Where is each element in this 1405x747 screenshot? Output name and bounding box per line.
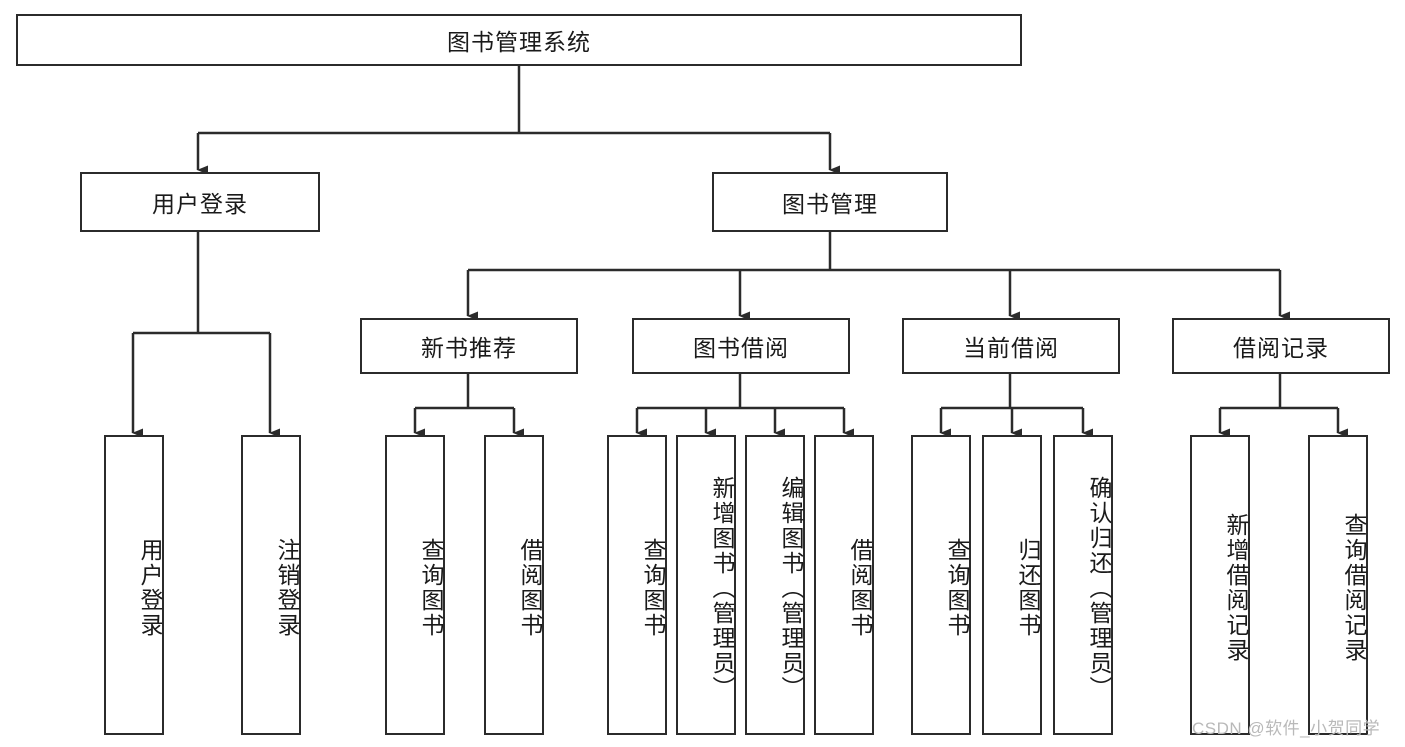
node-label: 图书管理 xyxy=(782,191,878,217)
root-node-system[interactable]: 图书管理系统 xyxy=(16,14,1022,66)
node-label: 查询图书 xyxy=(944,538,970,638)
leaf-node-leaf-query-books-current[interactable]: 查询图书 xyxy=(911,435,971,735)
node-label: 图书借阅 xyxy=(693,335,789,361)
level3-node-current-borrow[interactable]: 当前借阅 xyxy=(902,318,1120,374)
leaf-node-leaf-user-login[interactable]: 用户登录 xyxy=(104,435,164,735)
node-label: 归还图书 xyxy=(1015,538,1041,638)
leaf-node-leaf-add-book[interactable]: 新增图书（管理员） xyxy=(676,435,736,735)
level2-node-user-login[interactable]: 用户登录 xyxy=(80,172,320,232)
leaf-node-leaf-query-books-recommend[interactable]: 查询图书 xyxy=(385,435,445,735)
leaf-node-leaf-borrow-books-recommend[interactable]: 借阅图书 xyxy=(484,435,544,735)
node-label: 图书管理系统 xyxy=(447,29,591,55)
node-label: 借阅记录 xyxy=(1233,335,1329,361)
node-label: 查询图书 xyxy=(418,538,444,638)
node-label: 当前借阅 xyxy=(963,335,1059,361)
leaf-node-leaf-query-books-borrow[interactable]: 查询图书 xyxy=(607,435,667,735)
connector-group xyxy=(131,66,1348,438)
leaf-node-leaf-return-book[interactable]: 归还图书 xyxy=(982,435,1042,735)
level3-node-new-book-recommend[interactable]: 新书推荐 xyxy=(360,318,578,374)
node-label: 新书推荐 xyxy=(421,335,517,361)
node-label: 查询图书 xyxy=(640,538,666,638)
leaf-node-leaf-edit-book[interactable]: 编辑图书（管理员） xyxy=(745,435,805,735)
node-label: 用户登录 xyxy=(152,191,248,217)
leaf-node-leaf-confirm-return[interactable]: 确认归还（管理员） xyxy=(1053,435,1113,735)
leaf-node-leaf-add-borrow-record[interactable]: 新增借阅记录 xyxy=(1190,435,1250,735)
level2-node-book-management[interactable]: 图书管理 xyxy=(712,172,948,232)
node-label: 新增图书（管理员） xyxy=(709,475,735,701)
leaf-node-leaf-query-borrow-record[interactable]: 查询借阅记录 xyxy=(1308,435,1368,735)
node-label: 借阅图书 xyxy=(847,538,873,638)
node-label: 新增借阅记录 xyxy=(1223,513,1249,663)
node-label: 查询借阅记录 xyxy=(1341,513,1367,663)
node-label: 编辑图书（管理员） xyxy=(778,475,804,701)
level3-node-borrow-records[interactable]: 借阅记录 xyxy=(1172,318,1390,374)
leaf-node-leaf-borrow-book[interactable]: 借阅图书 xyxy=(814,435,874,735)
level3-node-book-borrow[interactable]: 图书借阅 xyxy=(632,318,850,374)
node-label: 用户登录 xyxy=(137,538,163,638)
node-label: 借阅图书 xyxy=(517,538,543,638)
node-label: 确认归还（管理员） xyxy=(1086,475,1112,701)
node-label: 注销登录 xyxy=(274,538,300,638)
leaf-node-leaf-logout[interactable]: 注销登录 xyxy=(241,435,301,735)
